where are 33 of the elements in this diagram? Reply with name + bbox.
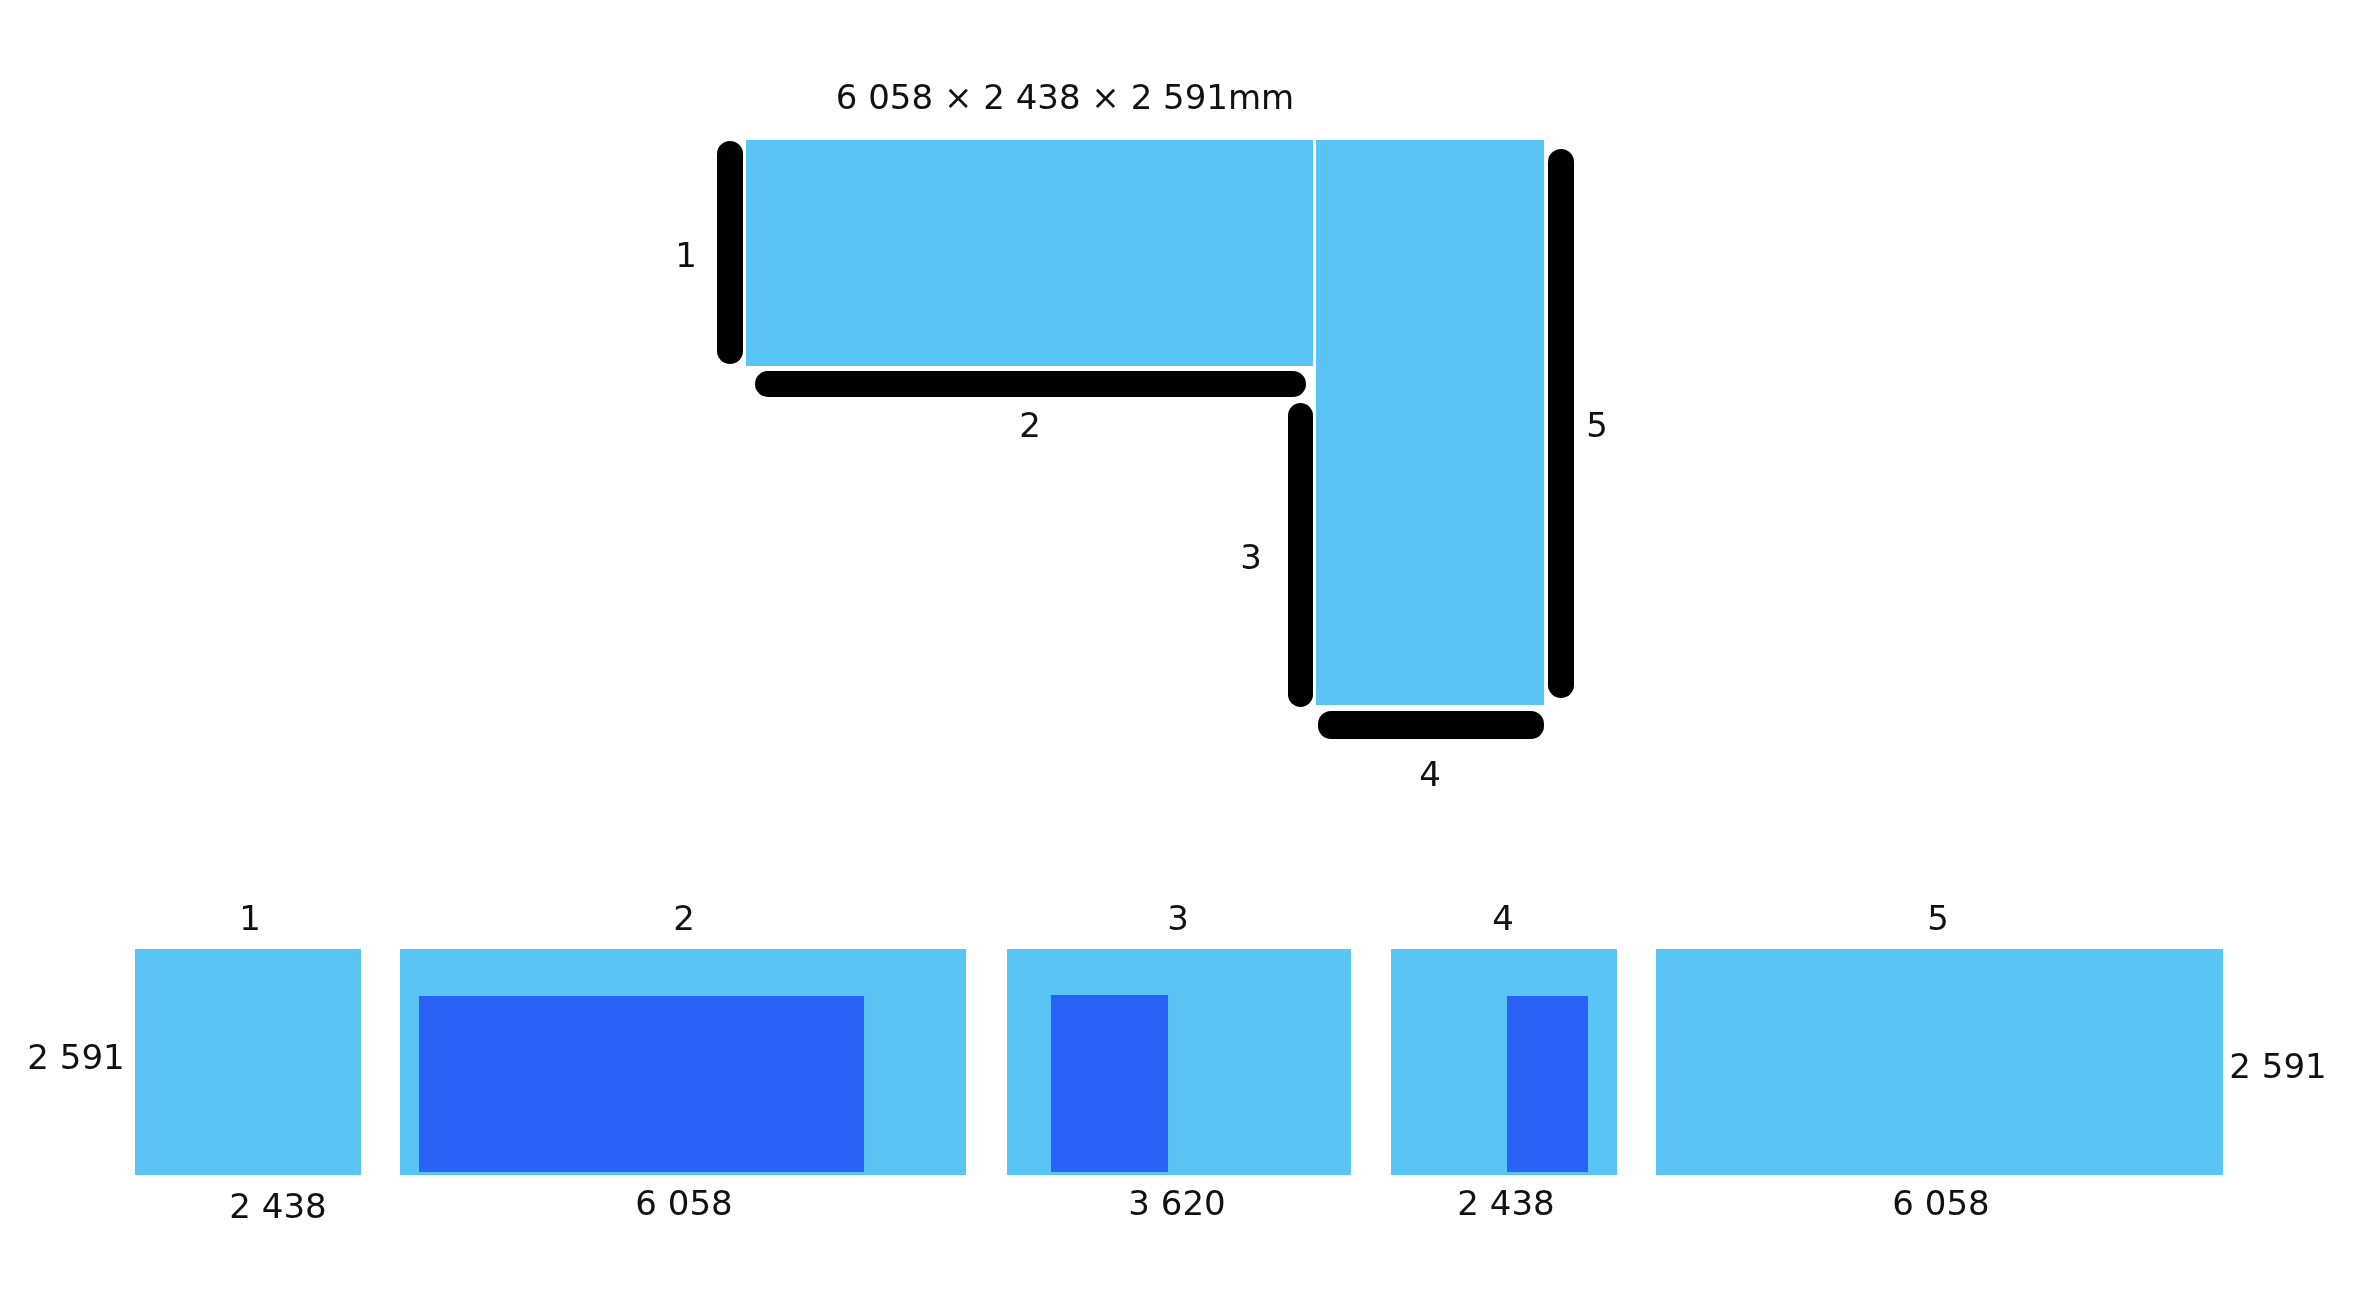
wall-number: 2 [673,901,695,935]
wall-elevation-panel [1391,949,1617,1175]
wall-marker-bar [755,371,1306,397]
wall-number: 4 [1419,757,1441,791]
dimension-label: 6 058 [635,1186,733,1220]
dimension-label: 6 058 [1892,1186,1990,1220]
wall-elevation-panel [135,949,361,1175]
wall-number: 4 [1492,901,1514,935]
wall-elevation-panel [1656,949,2223,1175]
dimension-label: 2 438 [1457,1186,1555,1220]
wall-marker-bar [717,141,743,364]
door-opening [1051,995,1168,1172]
wall-elevation-panel [400,949,966,1175]
wall-number: 2 [1019,408,1041,442]
container-plan [1316,140,1544,705]
wall-marker-bar [1318,711,1544,739]
wall-number: 5 [1927,901,1949,935]
wall-marker-bar [1288,403,1313,707]
wall-number: 3 [1240,540,1262,574]
wall-number: 3 [1167,901,1189,935]
dimension-label: 3 620 [1128,1186,1226,1220]
dimension-label: 2 591 [27,1040,125,1074]
container-dimensions: 6 058 × 2 438 × 2 591mm [835,80,1295,114]
container-plan [746,140,1313,366]
wall-number: 5 [1586,408,1608,442]
wall-number: 1 [675,238,697,272]
wall-number: 1 [239,901,261,935]
dimension-label: 2 438 [229,1189,327,1223]
wall-elevation-panel [1007,949,1351,1175]
wall-marker-bar [1548,149,1574,698]
door-opening [1507,996,1588,1172]
door-opening [419,996,864,1172]
dimension-label: 2 591 [2229,1049,2327,1083]
